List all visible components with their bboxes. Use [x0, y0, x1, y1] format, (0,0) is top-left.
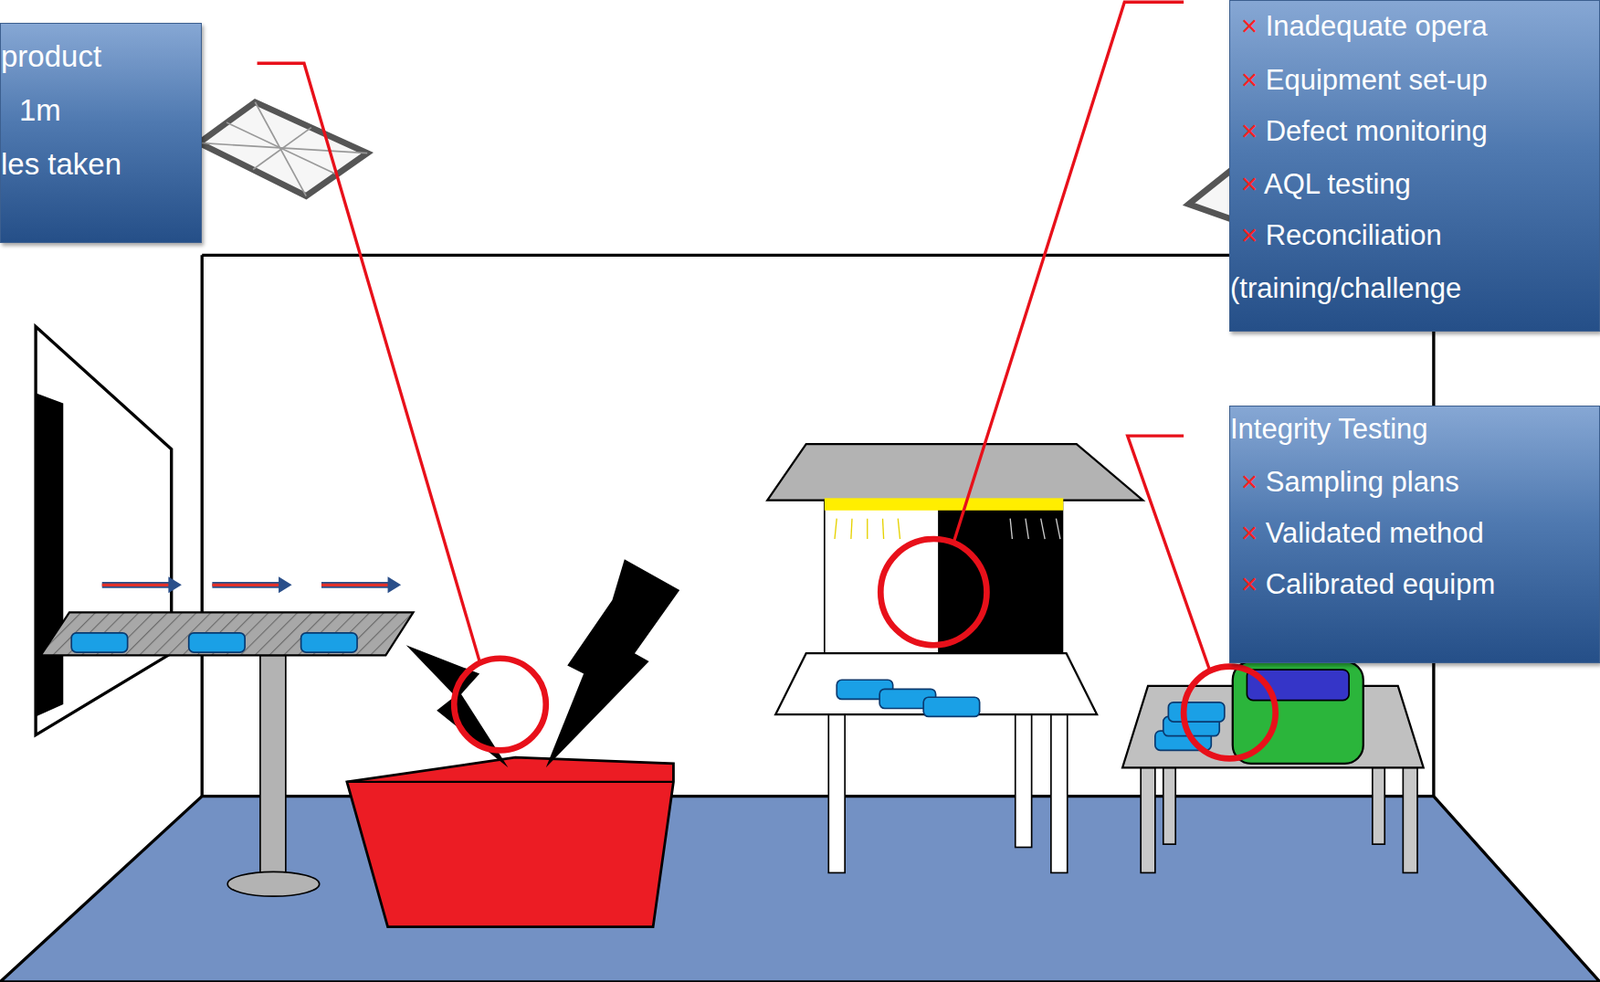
- product-pack: [71, 632, 127, 653]
- leak-tester: [1232, 661, 1364, 764]
- callout-text: product: [0, 39, 102, 74]
- table-leg: [1402, 767, 1418, 873]
- leader-line: [257, 63, 481, 662]
- arrow-head: [168, 576, 182, 593]
- table-leg: [1140, 767, 1156, 873]
- leader-line: [954, 1, 1184, 541]
- wall-edge: [200, 254, 204, 796]
- arrow-head: [278, 576, 293, 593]
- flow-arrows: [102, 576, 401, 593]
- light-ray: [866, 518, 868, 539]
- light-ray: [897, 518, 900, 539]
- vent-line: [252, 127, 312, 170]
- table-leg: [1015, 714, 1032, 847]
- light-ray: [1025, 518, 1029, 539]
- product-pack: [301, 632, 358, 653]
- light-ray: [1041, 518, 1045, 539]
- vent-line: [226, 122, 337, 175]
- flow-arrow: [102, 583, 172, 587]
- inspection-light: [824, 497, 1064, 510]
- flow-arrow: [102, 581, 172, 589]
- leader-line: [1127, 435, 1210, 669]
- callout-box: product 1m les taken: [0, 22, 202, 243]
- table-leg: [1051, 714, 1068, 873]
- arrow-head: [388, 576, 402, 593]
- vent-frame: [199, 102, 368, 197]
- conveyor-belt: [41, 611, 414, 655]
- product-pack: [189, 632, 245, 653]
- callout-text: × Calibrated equipm: [1241, 568, 1495, 601]
- light-ray: [883, 518, 885, 539]
- ceiling-vent: [199, 102, 368, 197]
- highlight-circle: [1183, 666, 1276, 759]
- floor: [0, 796, 1600, 982]
- light-ray: [834, 518, 837, 539]
- flow-arrow: [211, 583, 282, 587]
- table-leg: [1372, 767, 1385, 844]
- black-background: [938, 500, 1064, 654]
- conveyor-base: [227, 871, 320, 896]
- light-ray: [1010, 518, 1012, 539]
- callout-text: (training/challenge: [1230, 272, 1462, 306]
- callout-text: 1m: [19, 93, 62, 128]
- pass-through-hatch: [35, 326, 172, 736]
- callout-text: × Defect monitoring: [1241, 115, 1488, 148]
- highlight-circle: [453, 658, 547, 751]
- light-rays: [834, 518, 901, 539]
- callout-text: × Equipment set-up: [1241, 63, 1488, 97]
- callout-text: × Reconciliation: [1241, 219, 1443, 253]
- flow-arrow: [321, 581, 391, 589]
- lightning-bolt: [546, 558, 680, 768]
- booth-hood: [767, 443, 1143, 500]
- callout-text: × Sampling plans: [1241, 465, 1460, 499]
- callout-text: les taken: [0, 147, 122, 182]
- callout-box: Integrity Testing × Sampling plans × Valid…: [1229, 405, 1600, 664]
- product-pack: [923, 696, 979, 716]
- callout-text: × AQL testing: [1241, 168, 1411, 201]
- table-leg: [828, 714, 845, 873]
- flow-arrow: [321, 583, 391, 587]
- callout-heading: Integrity Testing: [1230, 412, 1429, 446]
- bin-rim: [347, 780, 674, 783]
- reject-bin: [347, 757, 674, 927]
- flow-arrow: [211, 581, 282, 589]
- light-ray: [851, 518, 853, 539]
- hatch-opening: [35, 392, 64, 716]
- callout-text: × Inadequate opera: [1241, 10, 1488, 43]
- tester-display: [1246, 669, 1349, 701]
- light-rays: [1010, 518, 1061, 539]
- product-pack: [1168, 702, 1224, 722]
- conveyor-leg: [260, 654, 286, 878]
- callout-box: × Inadequate opera × Equipment set-up × De…: [1229, 0, 1600, 332]
- light-ray: [1055, 518, 1060, 539]
- callout-text: × Validated method: [1241, 516, 1485, 550]
- table-leg: [1163, 767, 1176, 844]
- highlight-circle: [880, 538, 987, 645]
